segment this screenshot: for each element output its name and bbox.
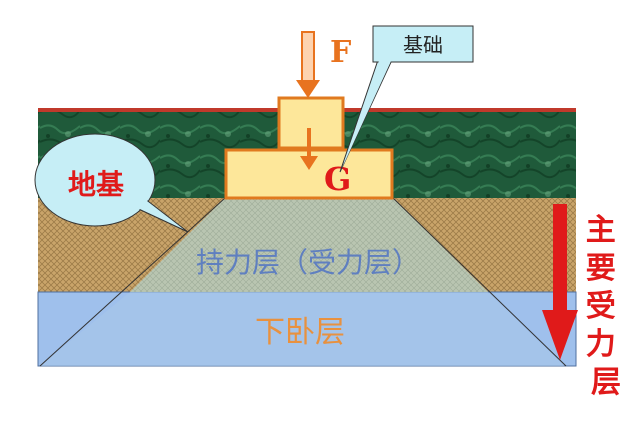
stress-line-left [39, 197, 226, 367]
main-stress-layer-label: 主 要 受 力 层 [586, 213, 626, 400]
foundation-label: 基础 [403, 33, 443, 57]
subgrade-label: 地基 [68, 168, 124, 201]
main-stress-char: 要 [586, 251, 616, 286]
force-label: F [330, 35, 351, 70]
foundation-upper [277, 96, 345, 150]
gravity-label: G [324, 160, 351, 198]
stress-zone-upper [130, 198, 488, 292]
down-arrow-icon [300, 128, 318, 170]
down-arrow-icon [542, 204, 578, 360]
underlying-layer-label: 下卧层 [255, 315, 345, 350]
main-stress-char: 主 [586, 213, 616, 248]
main-stress-char: 受 [586, 289, 616, 324]
bearing-layer-label: 持力层（受力层） [196, 246, 420, 279]
speech-bubble-icon [339, 25, 474, 173]
main-stress-char: 力 [586, 327, 616, 362]
stress-line-right [392, 197, 567, 367]
main-stress-char: 层 [591, 365, 621, 400]
speech-bubble-icon [34, 133, 189, 233]
stress-zone-lower [40, 292, 564, 366]
down-arrow-icon [296, 31, 320, 98]
